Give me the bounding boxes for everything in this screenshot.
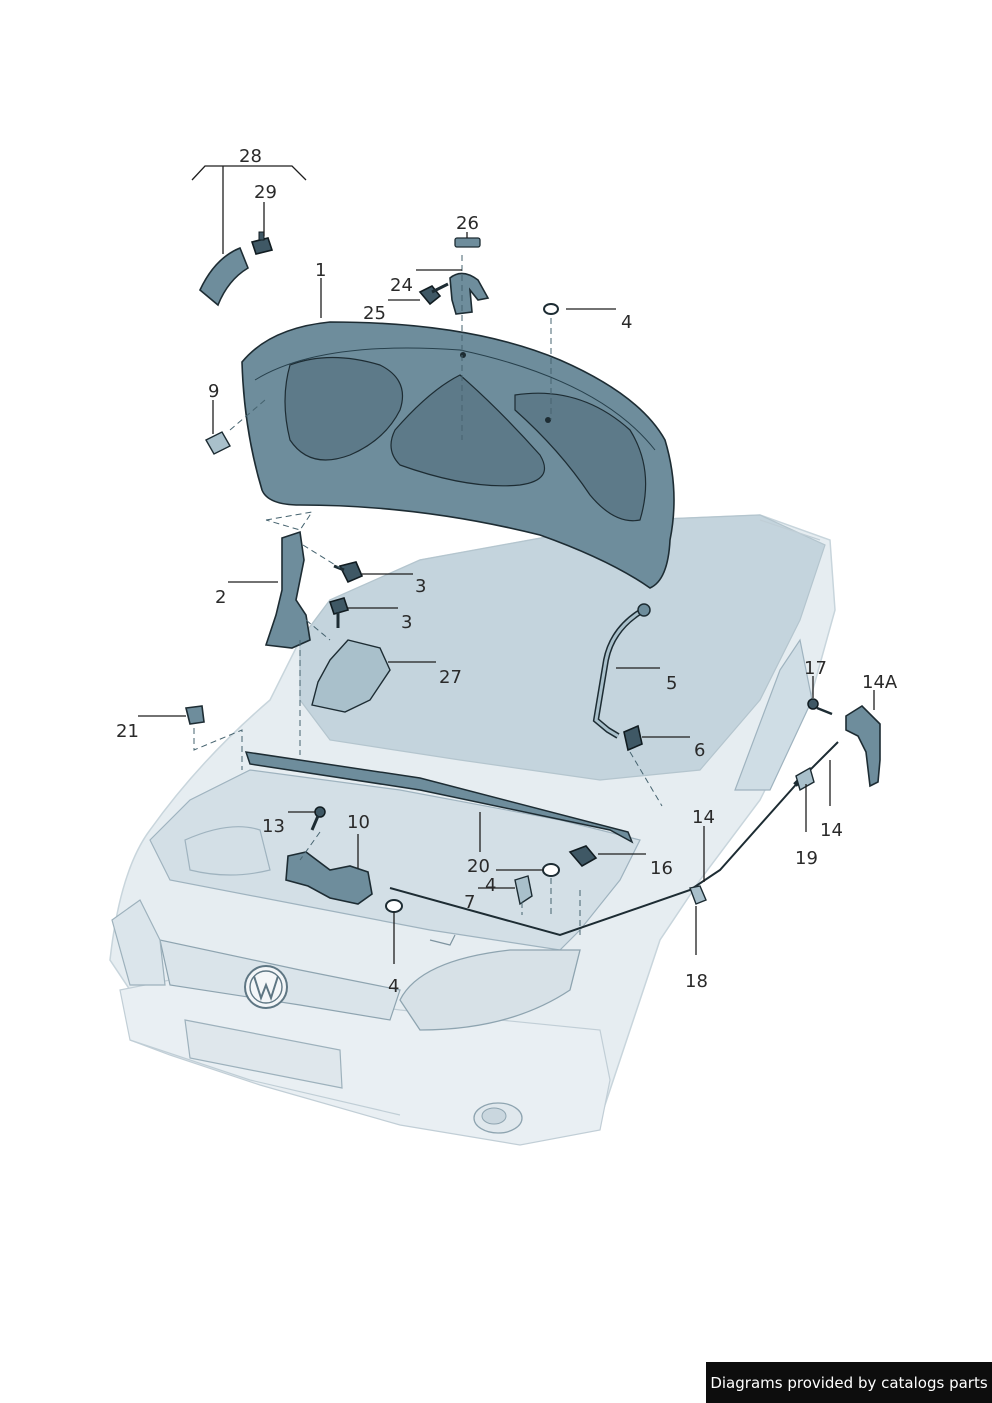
grommet-4-top — [543, 303, 559, 315]
credit-text: Diagrams provided by catalogs parts — [710, 1373, 988, 1392]
callout-14-lower: 14 — [820, 820, 843, 841]
grommet-20 — [542, 863, 560, 877]
bracket-27 — [311, 639, 391, 713]
gas-strut-5 — [592, 603, 651, 739]
screw-13 — [310, 806, 326, 831]
callout-24: 24 — [390, 275, 413, 296]
callout-16: 16 — [650, 858, 673, 879]
callout-10: 10 — [347, 812, 370, 833]
callout-2: 2 — [215, 587, 226, 608]
side-window — [734, 638, 813, 791]
callout-14A: 14A — [862, 672, 898, 693]
callout-3-lower: 3 — [401, 612, 412, 633]
bolt-3a — [333, 561, 364, 584]
callout-18: 18 — [685, 971, 708, 992]
assembly-lines — [193, 255, 663, 935]
callout-27: 27 — [439, 667, 462, 688]
callout-19: 19 — [795, 848, 818, 869]
callout-26: 26 — [456, 213, 479, 234]
grommet-4-bottom — [385, 899, 403, 913]
buffer-16 — [568, 845, 598, 868]
hood-opening-right — [514, 392, 647, 522]
bolt-24 — [418, 282, 449, 306]
release-handle-14A — [845, 704, 881, 788]
callout-25: 25 — [363, 303, 386, 324]
car-body — [109, 514, 836, 1146]
front-seal — [244, 751, 634, 844]
callout-4-bottom: 4 — [388, 976, 399, 997]
headlight — [399, 949, 581, 1031]
windshield — [299, 514, 826, 781]
hood-opening-center — [390, 374, 545, 487]
leader-lines — [138, 165, 875, 964]
ball-socket-6 — [623, 724, 643, 752]
safety-catch-25 — [449, 272, 490, 315]
lower-grille — [184, 1019, 343, 1089]
callout-28: 28 — [239, 146, 262, 167]
clip-29 — [250, 231, 274, 255]
callout-1: 1 — [315, 260, 326, 281]
callout-14-upper: 14 — [692, 807, 715, 828]
engine-bay — [149, 769, 641, 951]
callout-7: 7 — [464, 892, 475, 913]
callouts: 28 29 26 24 1 25 4 9 2 3 3 27 5 6 17 14A… — [116, 146, 898, 997]
left-headlight — [111, 899, 166, 986]
pad-26 — [454, 237, 481, 248]
vw-emblem — [244, 965, 288, 1009]
seal-strip — [199, 246, 249, 307]
callout-29: 29 — [254, 182, 277, 203]
callout-3-upper: 3 — [415, 576, 426, 597]
callout-5: 5 — [666, 673, 677, 694]
grommet-19 — [795, 766, 815, 792]
callout-9: 9 — [208, 381, 219, 402]
callout-6: 6 — [694, 740, 705, 761]
screw-17 — [807, 698, 833, 716]
callout-17: 17 — [804, 658, 827, 679]
buffer-9 — [205, 431, 231, 455]
callout-21: 21 — [116, 721, 139, 742]
callout-4-top: 4 — [621, 312, 632, 333]
callout-13: 13 — [262, 816, 285, 837]
clip-18 — [689, 885, 707, 905]
bolt-3b — [328, 597, 350, 628]
hood-panel — [241, 321, 675, 589]
credit-banner: Diagrams provided by catalogs parts — [706, 1362, 992, 1403]
hood-opening-left — [284, 356, 404, 461]
clip-7 — [514, 875, 533, 906]
callout-4-middle: 4 — [485, 875, 496, 896]
hinge-2 — [264, 530, 311, 649]
callout-20: 20 — [467, 856, 490, 877]
hood-lock-10 — [285, 851, 373, 905]
bracket-21 — [185, 705, 205, 725]
